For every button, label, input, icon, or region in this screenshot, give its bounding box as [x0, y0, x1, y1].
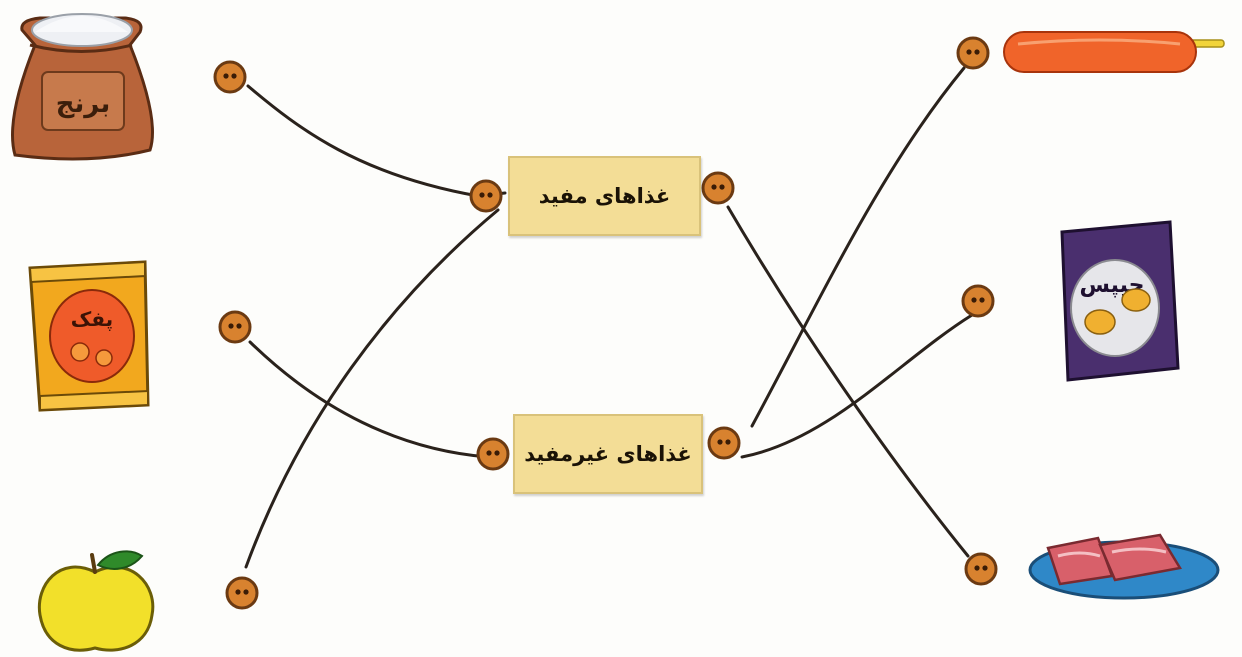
puffs-bag-icon: پفک — [28, 260, 150, 412]
dot-sausage[interactable] — [956, 36, 990, 70]
dot-healthy-left[interactable] — [469, 179, 503, 213]
dot-healthy-right[interactable] — [701, 171, 735, 205]
dot-unhealthy-right[interactable] — [707, 426, 741, 460]
sausage-icon — [1003, 31, 1225, 73]
line-unhealthy-to-chips — [740, 313, 974, 459]
apple-icon — [37, 550, 155, 652]
category-unhealthy-label: غذاهای غیرمفید — [524, 442, 692, 466]
dot-rice[interactable] — [213, 60, 247, 94]
dot-meat[interactable] — [964, 552, 998, 586]
line-apple-to-healthy — [244, 208, 500, 569]
chips-bag-icon: چیپس — [1060, 220, 1180, 382]
line-rice-to-healthy — [246, 84, 507, 198]
rice-sack-icon: برنج — [11, 13, 154, 161]
rice-label: برنج — [56, 89, 110, 119]
category-unhealthy-box: غذاهای غیرمفید — [513, 414, 703, 494]
dot-chips[interactable] — [961, 284, 995, 318]
meat-plate-icon — [1028, 533, 1220, 600]
puffs-label: پفک — [71, 307, 113, 332]
category-healthy-box: غذاهای مفید — [508, 156, 701, 236]
category-healthy-label: غذاهای مفید — [538, 184, 671, 208]
line-healthy-to-meat — [726, 205, 970, 558]
line-unhealthy-to-sausage — [750, 66, 966, 428]
dot-unhealthy-left[interactable] — [476, 437, 510, 471]
line-puffs-to-unhealthy — [248, 340, 490, 459]
dot-apple[interactable] — [225, 576, 259, 610]
dot-puffs[interactable] — [218, 310, 252, 344]
